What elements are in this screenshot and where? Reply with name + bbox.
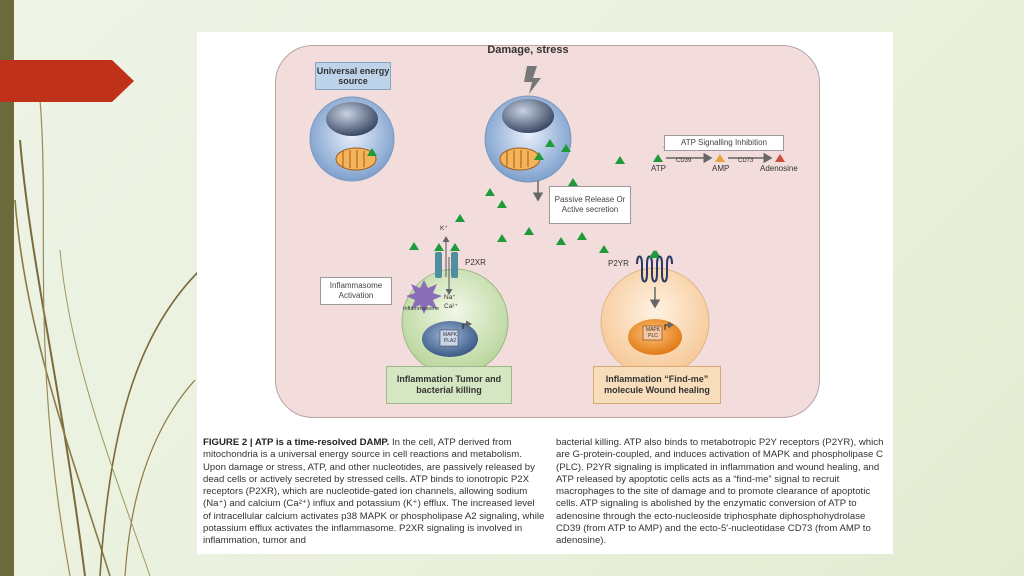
right-outcome-box: Inflammation “Find-me” molecule Wound he…	[593, 366, 721, 404]
k-plus-label: K⁺	[440, 225, 448, 232]
ca-label: Ca²⁺	[444, 303, 458, 310]
caption-right-column: bacterial killing. ATP also binds to met…	[556, 437, 884, 547]
atp-label: ATP	[651, 164, 666, 173]
mapk-pla2-label: MAPK PLA2	[442, 332, 458, 344]
cd39-label: CD39	[676, 158, 692, 164]
caption-title: FIGURE 2 | ATP is a time-resolved DAMP.	[203, 437, 390, 448]
cd73-label: CD73	[738, 158, 754, 164]
damaged-cell	[484, 66, 572, 183]
damage-stress-label: Damage, stress	[487, 44, 569, 56]
universal-energy-source-box: Universal energy source	[315, 62, 391, 90]
inflammasome-small-label: Inflammasome	[403, 306, 440, 312]
left-outcome-box: Inflammation Tumor and bacterial killing	[386, 366, 512, 404]
na-plus-label: Na⁺	[444, 294, 456, 301]
p2xr-label: P2XR	[465, 258, 486, 267]
p2xr-responding-cell	[401, 236, 509, 376]
amp-label: AMP	[712, 164, 730, 173]
caption-left-text: In the cell, ATP derived from mitochondr…	[203, 437, 545, 547]
accent-arrow-shape	[0, 60, 134, 102]
atp-damp-diagram	[309, 66, 785, 377]
atp-signalling-inhibition-box: ATP Signalling Inhibition	[664, 135, 784, 151]
decorative-vines	[14, 99, 201, 576]
passive-release-box: Passive Release Or Active secretion	[549, 186, 631, 224]
adenosine-label: Adenosine	[760, 164, 798, 173]
mapk-plc-label: MAPK PLC	[645, 327, 661, 339]
caption-left-column: FIGURE 2 | ATP is a time-resolved DAMP. …	[203, 437, 545, 548]
inflammasome-activation-box: Inflammasome Activation	[320, 277, 392, 305]
left-decor-bar	[0, 0, 14, 576]
p2yr-responding-cell	[600, 250, 710, 377]
p2yr-label: P2YR	[608, 259, 629, 268]
resting-cell	[309, 96, 395, 182]
